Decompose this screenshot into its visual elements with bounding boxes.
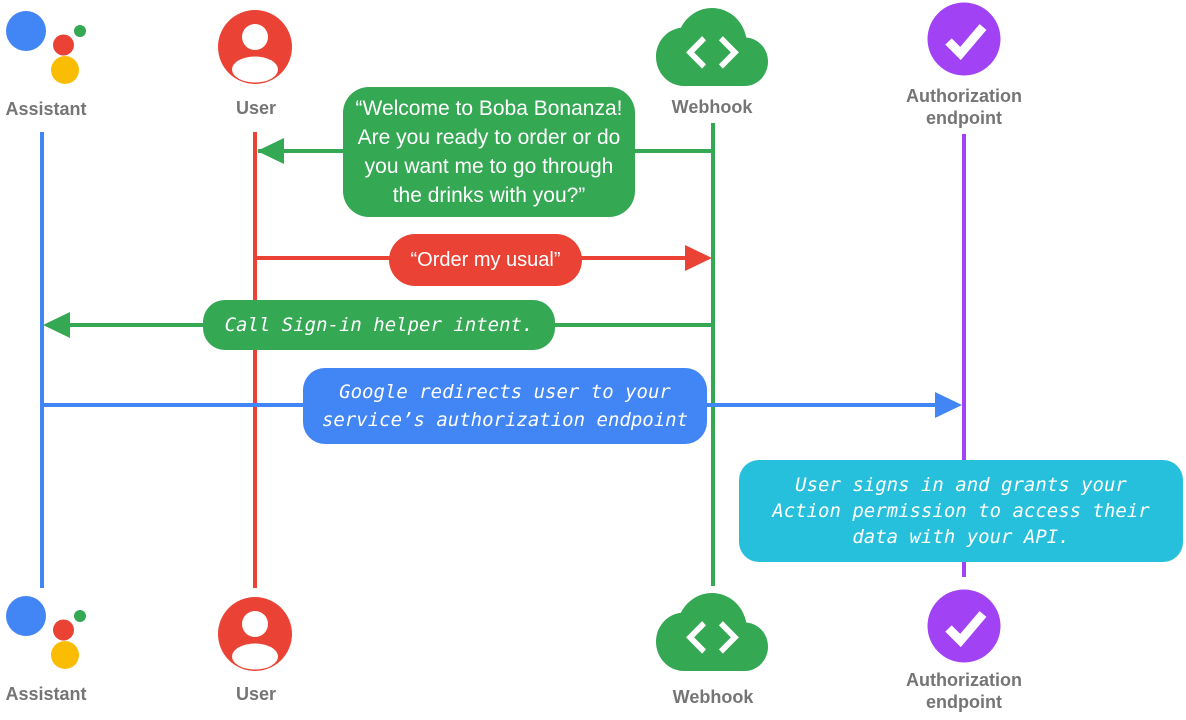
authorization-endpoint-lifeline <box>962 134 966 577</box>
redirect-arrowhead-right-icon <box>935 392 962 418</box>
order-arrowhead-right-icon <box>685 245 712 271</box>
cloud-code-icon <box>656 8 768 86</box>
authorization-endpoint-label: Authorization endpoint <box>906 670 1022 712</box>
cloud-code-icon <box>656 593 768 671</box>
user-label: User <box>235 98 277 118</box>
person-icon <box>218 10 292 84</box>
redirect-message-bubble: Google redirects user to your service’s … <box>303 368 707 444</box>
checkmark-circle-icon <box>927 589 1001 663</box>
user-label: User <box>235 684 277 704</box>
checkmark-circle-icon <box>927 2 1001 76</box>
signin-arrowhead-left-icon <box>43 312 70 338</box>
google-assistant-logo-icon <box>6 596 86 669</box>
welcome-message-bubble: “Welcome to Boba Bonanza! Are you ready … <box>343 87 635 217</box>
webhook-lifeline <box>711 123 715 586</box>
google-assistant-logo-icon <box>6 11 86 84</box>
signin-note-bubble: User signs in and grants your Action per… <box>739 460 1183 562</box>
signin-helper-message-bubble: Call Sign-in helper intent. <box>203 300 555 350</box>
assistant-lifeline <box>40 132 44 588</box>
person-icon <box>218 597 292 671</box>
authorization-endpoint-label: Authorization endpoint <box>906 86 1022 128</box>
order-message-bubble: “Order my usual” <box>389 234 582 286</box>
user-lifeline <box>253 132 257 588</box>
assistant-label: Assistant <box>5 99 87 119</box>
webhook-label: Webhook <box>672 687 754 707</box>
welcome-arrowhead-left-icon <box>257 138 284 164</box>
assistant-label: Assistant <box>5 684 87 704</box>
webhook-label: Webhook <box>671 97 753 117</box>
